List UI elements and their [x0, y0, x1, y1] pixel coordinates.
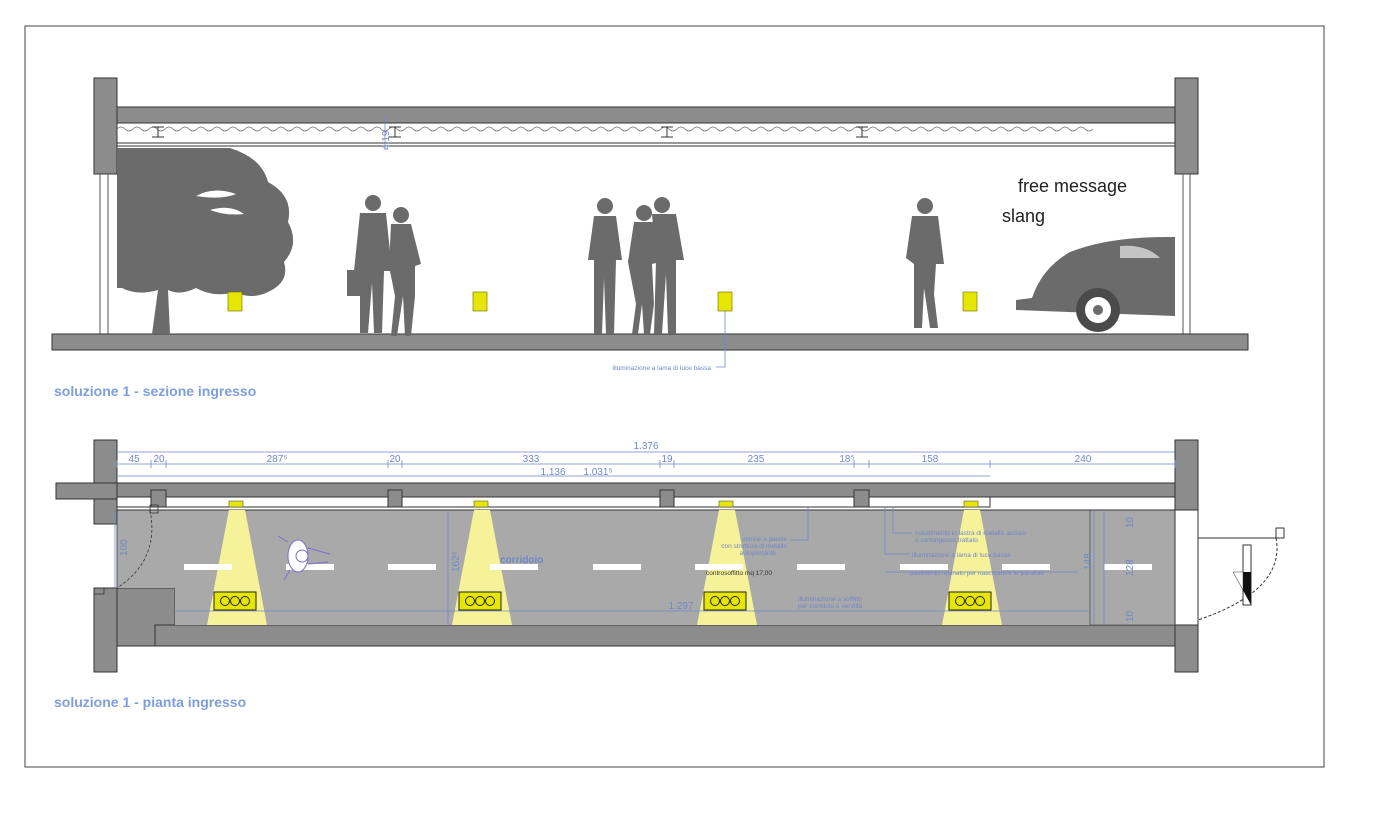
note-rivestimento-2: o cartongesso trattato — [915, 537, 978, 544]
section-right-wall — [1174, 77, 1199, 175]
section-left-wall — [93, 77, 118, 175]
dimension-lines — [114, 451, 1176, 625]
seg-dim-1: 45 — [128, 454, 140, 465]
left-entrance-door — [93, 504, 159, 595]
false-ceiling — [116, 122, 1176, 144]
right-dim-1: 10 — [1125, 516, 1136, 528]
seg-dim-10: 240 — [1075, 454, 1092, 465]
car-silhouette — [1016, 236, 1175, 332]
seg-dim-9: 158 — [922, 454, 939, 465]
sub-dim-2: 1.031⁵ — [583, 467, 612, 478]
light-note-label: illuminazione a lama di luce bassa — [612, 365, 711, 372]
plan-left-stub — [55, 482, 118, 500]
left-dim: 100 — [119, 539, 130, 556]
roof-slab — [116, 106, 1176, 124]
note-vetrine-2: con struttura di metallo — [721, 543, 787, 550]
note-pavimento: pavimento resinato per nascondere le par… — [910, 570, 1044, 577]
ceiling-beams — [152, 126, 868, 138]
note-controsoffitto: controsoffitto mq 17,00 — [706, 570, 772, 577]
plan-left-wall-bottom — [93, 587, 118, 673]
right-entrance-door — [1174, 509, 1285, 626]
seg-dim-3: 287⁵ — [267, 454, 288, 465]
plan-left-wall-top — [93, 439, 118, 525]
plan-bottom-wall — [154, 624, 1176, 647]
seg-dim-4: 20 — [389, 454, 401, 465]
seg-dim-6: 19 — [661, 454, 673, 465]
section-height-label: 4.19 — [381, 130, 392, 150]
seg-dim-7: 235 — [748, 454, 765, 465]
corridor-label: corridoio — [500, 555, 543, 566]
mid-dim: 162⁵ — [451, 551, 462, 572]
plan-right-wall-bottom — [1174, 624, 1199, 673]
plan-view: 1.376 45 20 287⁵ 20 333 19 235 18⁵ 158 2… — [54, 439, 1285, 710]
note-vetrine-1: vetrine a parete — [742, 536, 788, 543]
note-rivestimento-1: rivestimento in lastra di metallo acciai… — [915, 530, 1027, 537]
plan-right-wall-top — [1174, 439, 1199, 511]
plan-top-wall — [116, 482, 1176, 498]
people-silhouettes — [347, 195, 944, 336]
note-vetrine-3: autoportante — [739, 550, 776, 557]
inner-dim: 1.297 — [668, 601, 693, 612]
floor-lane-markings — [184, 564, 1152, 570]
note-illum-soffitto-2: per corridoio e vendita — [798, 603, 863, 610]
sub-dim-1: 1.136 — [540, 467, 565, 478]
note-illum-lama: illuminazione a lama di luce bassa — [912, 552, 1011, 559]
right-total-dim: 148 — [1083, 553, 1094, 570]
section-caption: soluzione 1 - sezione ingresso — [54, 383, 256, 399]
section-view: 4.19 — [51, 77, 1249, 399]
free-message-text: free message — [1018, 176, 1127, 196]
sheet-frame — [24, 25, 1325, 768]
tree-silhouette — [117, 148, 294, 334]
plan-caption: soluzione 1 - pianta ingresso — [54, 694, 246, 710]
seg-dim-8: 18⁵ — [839, 454, 854, 465]
section-floor — [51, 333, 1249, 351]
slang-text: slang — [1002, 206, 1045, 226]
person-plan-icon — [277, 535, 331, 581]
note-illum-soffitto-1: illuminazione a soffitto — [798, 596, 862, 603]
wall-light-fixtures — [227, 291, 978, 312]
seg-dim-5: 333 — [523, 454, 540, 465]
plan-total-dim: 1.376 — [633, 441, 658, 452]
right-dim-2: 128 — [1125, 559, 1136, 576]
ceiling-lamps — [213, 591, 992, 611]
seg-dim-2: 20 — [153, 454, 165, 465]
right-dim-3: 10 — [1125, 610, 1136, 622]
ceiling-hatch — [116, 126, 1094, 132]
